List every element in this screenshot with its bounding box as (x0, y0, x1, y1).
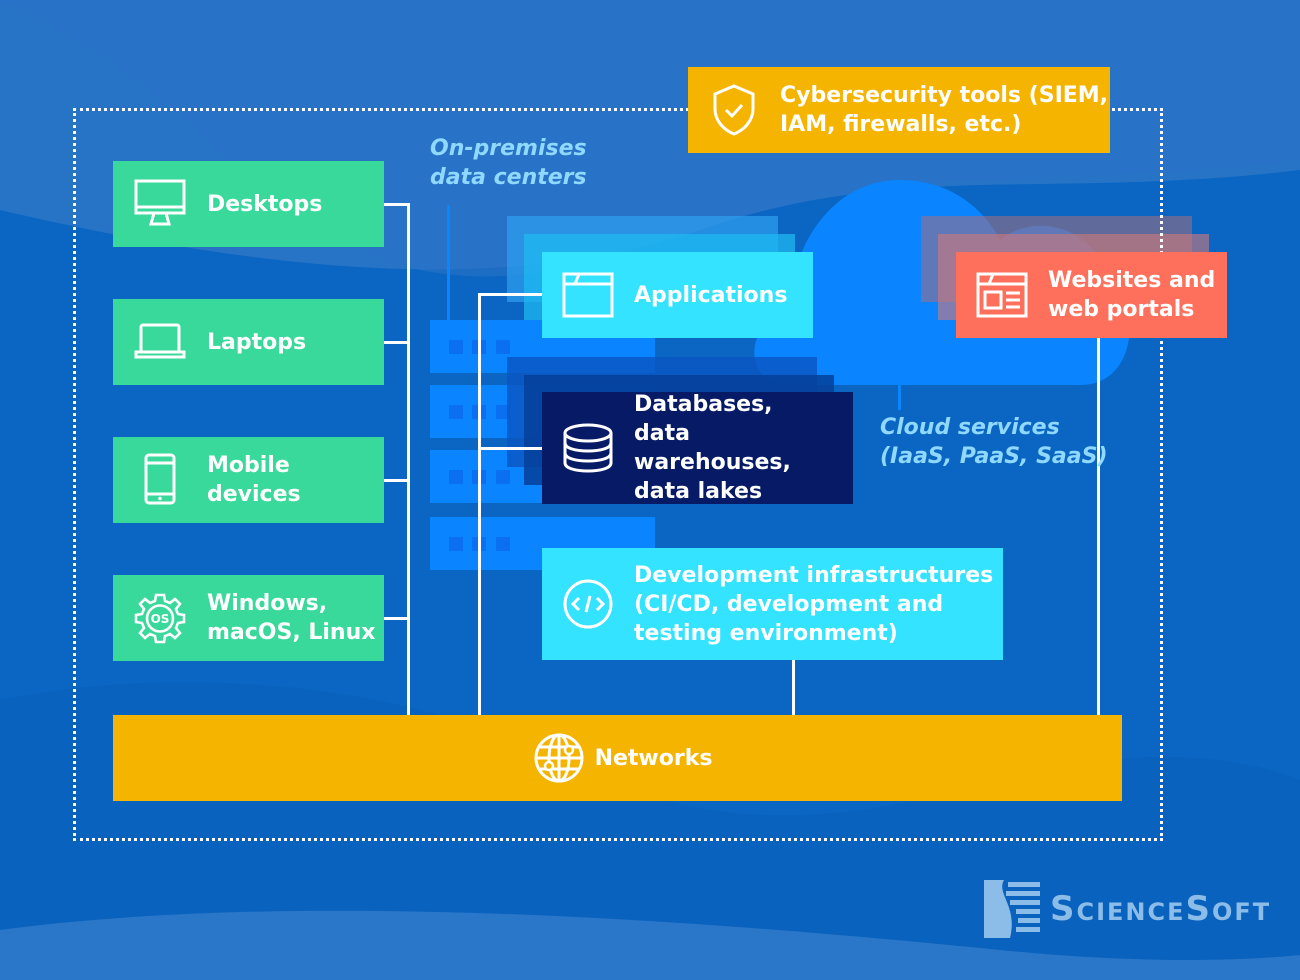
globe-network-icon (523, 732, 595, 784)
applications-label: Applications (634, 282, 788, 308)
cybersecurity-label: Cybersecurity tools (SIEM, IAM, firewall… (780, 83, 1109, 137)
networks-bar[interactable]: Networks (113, 715, 1122, 801)
endpoint-operating-systems[interactable]: OS Windows, macOS, Linux (113, 575, 384, 661)
connector-mobile (384, 479, 409, 482)
cybersecurity-tools-box[interactable]: Cybersecurity tools (SIEM, IAM, firewall… (688, 67, 1110, 153)
connector-laptops (384, 341, 409, 344)
databases-label: Databases, data warehouses, data lakes (634, 392, 791, 504)
shield-check-icon (688, 83, 780, 137)
code-icon (542, 578, 634, 630)
endpoint-label: Desktops (207, 191, 323, 217)
cloud-services-caption: Cloud services (IaaS, PaaS, SaaS) (880, 415, 1108, 469)
sciencesoft-logo: ScienceSoft (984, 880, 1271, 938)
websites-box[interactable]: Websites and web portals (956, 252, 1227, 338)
networks-label: Networks (594, 745, 713, 771)
databases-box[interactable]: Databases, data warehouses, data lakes (542, 392, 853, 504)
desktop-icon (113, 179, 207, 229)
endpoint-laptops[interactable]: Laptops (113, 299, 384, 385)
endpoint-label: Mobile devices (207, 453, 301, 507)
web-page-icon (956, 272, 1048, 318)
connector-onprem-trunk (478, 293, 481, 715)
development-infrastructures-label: Development infrastructures (CI/CD, deve… (634, 562, 994, 646)
development-infrastructures-box[interactable]: Development infrastructures (CI/CD, deve… (542, 548, 1003, 660)
endpoint-mobile-devices[interactable]: Mobile devices (113, 437, 384, 523)
connector-databases (478, 447, 542, 450)
connector-devinfra (792, 660, 795, 715)
laptop-icon (113, 322, 207, 362)
connector-os (384, 617, 409, 620)
connector-endpoints-trunk (407, 203, 410, 715)
connector-applications (478, 293, 542, 296)
endpoint-desktops[interactable]: Desktops (113, 161, 384, 247)
app-window-icon (542, 272, 634, 318)
svg-text:OS: OS (151, 612, 170, 626)
websites-label: Websites and web portals (1048, 268, 1216, 322)
applications-box[interactable]: Applications (542, 252, 813, 338)
infrastructure-boundary (73, 108, 1163, 841)
sciencesoft-emblem-icon (984, 880, 1040, 938)
on-premises-caption: On-premises data centers (430, 136, 587, 190)
endpoint-label: Laptops (207, 329, 307, 355)
connector-desktops (384, 203, 409, 206)
endpoint-label: Windows, macOS, Linux (207, 591, 376, 645)
mobile-icon (113, 453, 207, 507)
connector-websites (1097, 337, 1100, 715)
database-icon (542, 423, 634, 473)
brand-name: ScienceSoft (1050, 889, 1272, 929)
os-gear-icon: OS (113, 592, 207, 644)
